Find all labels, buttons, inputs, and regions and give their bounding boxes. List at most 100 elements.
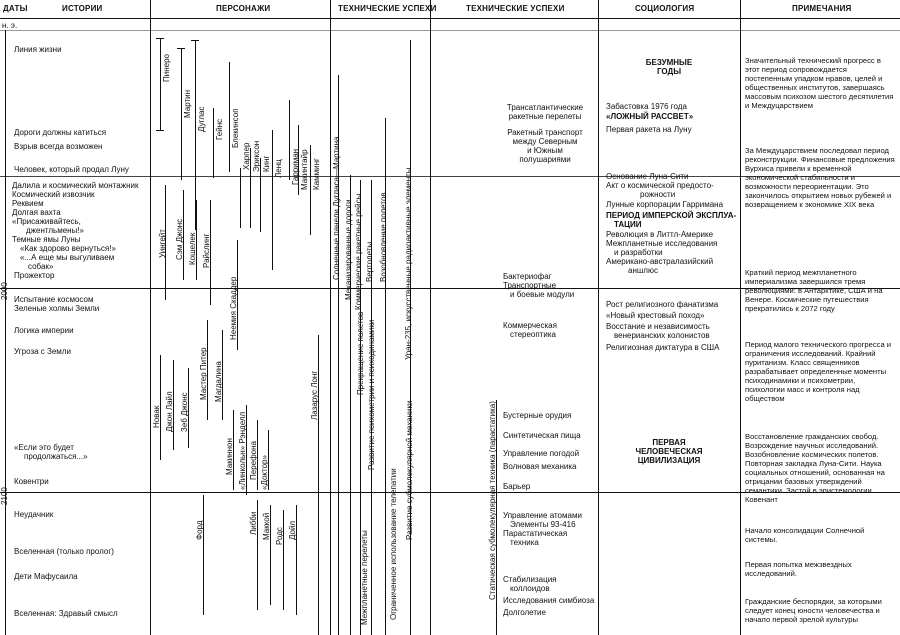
tech-line bbox=[410, 40, 411, 635]
lifeline-cap bbox=[156, 130, 164, 131]
tech-item: Коммерческие ракетные рейсы bbox=[354, 193, 363, 310]
tech-line bbox=[350, 175, 351, 635]
col-divider-socio bbox=[740, 0, 741, 635]
story-item: «...А еще мы выгуливаем bbox=[20, 253, 115, 262]
story-item: Дороги должны катиться bbox=[14, 128, 107, 137]
story-item: Неудачник bbox=[14, 510, 54, 519]
note: Значительный технический прогресс в этот… bbox=[745, 56, 894, 110]
character-name: Зеб Джонс bbox=[180, 392, 189, 432]
socio-item: Революция в Литтл-Америке bbox=[606, 230, 714, 239]
socio-item: венерианских колонистов bbox=[614, 331, 710, 340]
tech2-item: Управление атомами bbox=[503, 511, 582, 520]
header-characters: ПЕРСОНАЖИ bbox=[216, 4, 271, 13]
note: Краткий период межпланетного империализм… bbox=[745, 268, 883, 313]
lifeline bbox=[160, 355, 161, 460]
socio-item: Религиозная диктатура в США bbox=[606, 343, 720, 352]
story-item: «Если это будет bbox=[14, 443, 74, 452]
story-item: собак» bbox=[28, 262, 54, 271]
tech2-item: Стабилизация bbox=[503, 575, 557, 584]
note: Период малого технического прогресса и о… bbox=[745, 340, 892, 403]
character-name: Родс bbox=[275, 527, 284, 545]
socio-item: и разработки bbox=[614, 248, 663, 257]
character-name: Новак bbox=[152, 405, 161, 428]
tech-item: Прекращение полетов bbox=[356, 311, 365, 395]
tech2-item: Бустерные орудия bbox=[503, 411, 572, 420]
tech2-item: и Южным bbox=[527, 146, 563, 155]
tech-line bbox=[338, 75, 339, 635]
note: За Междуцарствием последовал период реко… bbox=[745, 146, 895, 209]
character-name: Форд bbox=[195, 520, 204, 540]
lifeline bbox=[229, 62, 230, 172]
lifeline bbox=[195, 40, 196, 230]
era-heading: ЧЕЛОВЕЧЕСКАЯ bbox=[635, 447, 703, 456]
lifeline bbox=[296, 505, 297, 615]
header-sociology: СОЦИОЛОГИЯ bbox=[635, 4, 695, 13]
lifeline bbox=[240, 168, 241, 228]
character-name: Сэм Джонс bbox=[175, 218, 184, 260]
tech-item: Развитие субмолекулярной механики bbox=[405, 400, 414, 540]
story-item: Вселенная (только пролог) bbox=[14, 547, 114, 556]
tech-item: Вертолеты bbox=[365, 241, 374, 282]
socio-item: Рост религиозного фанатизма bbox=[606, 300, 719, 309]
era-heading: ЦИВИЛИЗАЦИЯ bbox=[637, 456, 701, 465]
character-name: Мартин bbox=[183, 89, 192, 118]
lifeline-cap bbox=[156, 38, 164, 39]
lifeline bbox=[260, 158, 261, 232]
socio-item: ПЕРИОД ИМПЕРСКОЙ ЭКСПЛУА- bbox=[606, 211, 737, 220]
story-item: Взрыв всегда возможен bbox=[14, 142, 103, 151]
story-item: Человек, который продал Луну bbox=[14, 165, 129, 174]
story-item: Прожектор bbox=[14, 271, 55, 280]
lifeline bbox=[257, 500, 258, 610]
tech-line bbox=[496, 400, 497, 635]
character-name: Ленц bbox=[274, 159, 283, 178]
story-item: «Как здорово вернуться!» bbox=[20, 244, 116, 253]
socio-item: Первая ракета на Луну bbox=[606, 125, 692, 134]
tech2-item: полушариями bbox=[519, 155, 571, 164]
lifeline bbox=[250, 148, 251, 228]
tech2-item: Синтетическая пища bbox=[503, 431, 581, 440]
character-name: Кинг bbox=[262, 155, 271, 172]
lifeline bbox=[257, 420, 258, 490]
year-2000-rule bbox=[0, 288, 900, 289]
tech2-item: Барьер bbox=[503, 482, 531, 491]
story-item: продолжаться...» bbox=[24, 452, 88, 461]
tech-line bbox=[385, 118, 386, 635]
socio-item: Восстание и независимость bbox=[606, 322, 710, 331]
year-2000-label: 2000 bbox=[0, 282, 9, 300]
character-name: Райслинг bbox=[202, 233, 211, 268]
character-name: Либби bbox=[249, 511, 258, 535]
col-divider-chars bbox=[330, 0, 331, 635]
socio-item: рожности bbox=[640, 190, 676, 199]
lifeline bbox=[181, 48, 182, 180]
lifeline bbox=[210, 200, 211, 305]
tech2-item: Бактериофаг bbox=[503, 272, 552, 281]
tech-item: Ограниченное использование телепатии bbox=[389, 468, 398, 620]
col-divider-tech2 bbox=[598, 0, 599, 635]
col-divider-tech1 bbox=[430, 0, 431, 635]
header-dates: ДАТЫ bbox=[3, 4, 28, 13]
lifeline bbox=[222, 330, 223, 420]
header-bottom-rule bbox=[0, 18, 900, 19]
socio-item: Американо-австралазийский bbox=[606, 257, 714, 266]
year-2100-rule bbox=[0, 492, 900, 493]
tech2-item: ракетные перелеты bbox=[508, 112, 582, 121]
character-name: Уингейт bbox=[158, 229, 167, 258]
lifeline bbox=[272, 130, 273, 270]
lifeline bbox=[165, 185, 166, 300]
tech2-item: Исследования симбиоза bbox=[503, 596, 595, 605]
lifeline-cap bbox=[191, 40, 199, 41]
tech-item: Уран-235, искусственные радиоактивные эл… bbox=[404, 167, 413, 360]
tech2-item: Ракетный транспорт bbox=[507, 128, 583, 137]
era-heading: БЕЗУМНЫЕ bbox=[645, 58, 693, 67]
socio-item: Лунные корпорации Гарримана bbox=[606, 200, 724, 209]
col-divider-stories bbox=[150, 0, 151, 635]
socio-item: Акт о космической предосто- bbox=[606, 181, 714, 190]
dates-axis bbox=[5, 30, 6, 635]
story-item: Логика империи bbox=[14, 326, 74, 335]
socio-item: Основание Луна-Сити bbox=[606, 172, 689, 181]
character-name: «Доктор» bbox=[260, 455, 269, 490]
lifeline bbox=[310, 145, 311, 235]
tech2-item: Управление погодой bbox=[503, 449, 580, 458]
socio-item: «ЛОЖНЫЙ РАССВЕТ» bbox=[606, 112, 694, 121]
tech2-item: Элементы 93-416 bbox=[510, 520, 576, 529]
